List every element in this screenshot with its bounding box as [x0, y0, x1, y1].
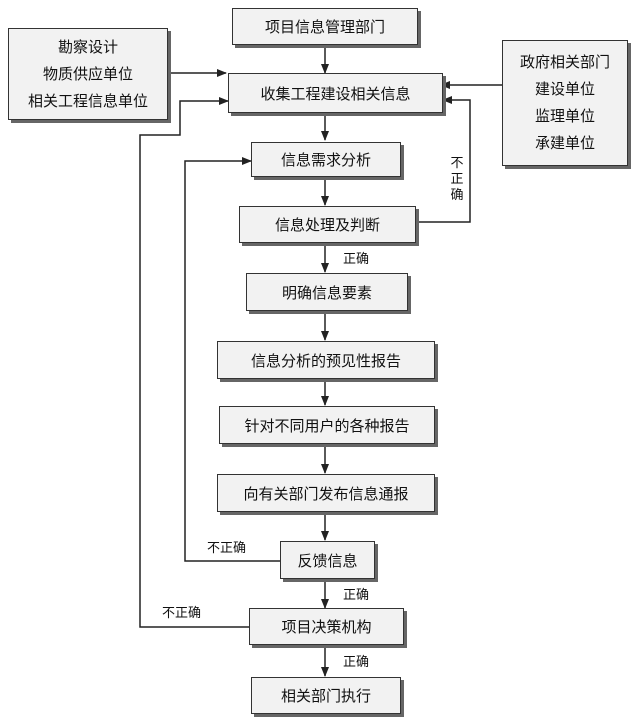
loop-feedback-to-demand [184, 157, 280, 562]
node-label: 收集工程建设相关信息 [260, 84, 411, 103]
right-source-item: 承建单位 [534, 134, 595, 152]
node-label: 项目决策机构 [281, 618, 372, 636]
node-collect-info: 收集工程建设相关信息 [228, 73, 443, 113]
node-demand-analysis: 信息需求分析 [251, 142, 401, 177]
node-info-management-dept: 项目信息管理部门 [232, 8, 418, 45]
node-user-reports: 针对不同用户的各种报告 [219, 406, 435, 444]
node-label: 相关部门执行 [280, 687, 371, 705]
edge-label-incorrect: 不正确 [162, 606, 202, 621]
node-predictive-report: 信息分析的预见性报告 [217, 341, 435, 379]
left-source-item: 物质供应单位 [42, 64, 133, 83]
node-label: 针对不同用户的各种报告 [244, 416, 410, 435]
node-feedback: 反馈信息 [280, 541, 375, 579]
right-source-item: 政府相关部门 [519, 53, 610, 71]
edge-label-incorrect-vertical: 不正确 [450, 156, 464, 203]
node-process-judge: 信息处理及判断 [239, 206, 416, 243]
node-decision-body: 项目决策机构 [249, 608, 404, 645]
left-sources-box: 勘察设计 物质供应单位 相关工程信息单位 [8, 28, 168, 120]
loop-process-to-collect [416, 96, 471, 223]
node-label: 项目信息管理部门 [264, 18, 385, 36]
node-publish-bulletin: 向有关部门发布信息通报 [217, 474, 435, 512]
node-label: 明确信息要素 [281, 283, 372, 302]
node-dept-execute: 相关部门执行 [251, 677, 401, 714]
node-label: 向有关部门发布信息通报 [243, 484, 409, 503]
edge-label-correct: 正确 [343, 588, 370, 603]
edge-label-correct: 正确 [343, 252, 370, 267]
right-source-item: 监理单位 [534, 107, 595, 125]
loop-decision-to-collect [139, 97, 249, 628]
right-sources-box: 政府相关部门 建设单位 监理单位 承建单位 [502, 40, 628, 166]
node-label: 反馈信息 [297, 551, 358, 570]
left-source-item: 相关工程信息单位 [27, 91, 148, 110]
node-label: 信息分析的预见性报告 [250, 351, 401, 370]
node-clarify-elements: 明确信息要素 [246, 273, 408, 311]
node-label: 信息需求分析 [280, 151, 371, 169]
edge-label-incorrect: 不正确 [207, 541, 247, 556]
node-label: 信息处理及判断 [274, 216, 380, 234]
right-source-item: 建设单位 [534, 80, 595, 98]
left-source-item: 勘察设计 [57, 37, 118, 56]
edge-label-correct: 正确 [343, 655, 370, 670]
